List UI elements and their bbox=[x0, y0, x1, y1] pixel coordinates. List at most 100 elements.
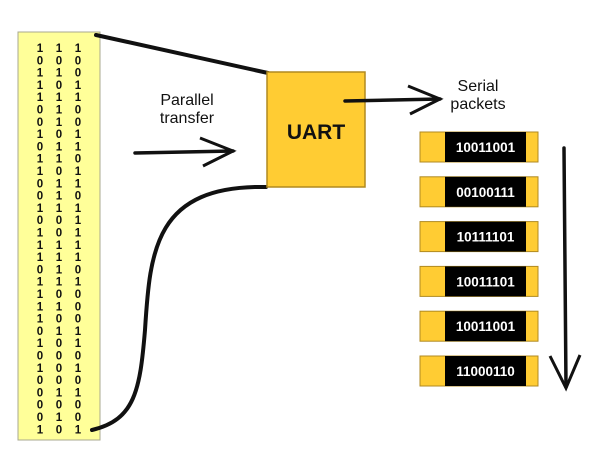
bit-cell: 1 bbox=[56, 301, 63, 313]
bit-cell: 0 bbox=[75, 412, 81, 424]
bit-cell: 1 bbox=[37, 43, 44, 55]
parallel-label-line1: Parallel bbox=[160, 92, 213, 109]
bit-cell: 1 bbox=[75, 215, 82, 227]
bit-cell: 1 bbox=[56, 178, 63, 190]
serial-packets: 10011001 00100111 10111101 10011101 10011001… bbox=[419, 131, 539, 387]
packet-bits: 10011001 bbox=[456, 140, 516, 155]
bit-cell: 0 bbox=[56, 400, 62, 412]
bit-cell: 1 bbox=[75, 92, 82, 104]
bit-cell: 1 bbox=[56, 277, 63, 289]
serial-packet: 11000110 bbox=[419, 355, 539, 387]
bit-cell: 1 bbox=[75, 240, 82, 252]
packet-payload bbox=[445, 221, 526, 252]
bit-cell: 0 bbox=[37, 117, 43, 129]
bit-cell: 0 bbox=[56, 55, 62, 67]
bit-cell: 1 bbox=[37, 289, 44, 301]
bit-cell: 1 bbox=[56, 252, 63, 264]
bit-cell: 1 bbox=[37, 363, 44, 375]
bit-cell: 0 bbox=[37, 400, 43, 412]
bit-cell: 1 bbox=[75, 80, 82, 92]
packet-bits: 10111101 bbox=[457, 230, 515, 245]
bit-cell: 0 bbox=[56, 129, 62, 141]
bit-cell: 0 bbox=[75, 375, 81, 387]
bit-cell: 1 bbox=[37, 252, 44, 264]
packet-bits: 00100111 bbox=[456, 185, 515, 200]
bit-cell: 0 bbox=[37, 351, 43, 363]
bit-cell: 1 bbox=[37, 129, 44, 141]
bit-cell: 1 bbox=[56, 264, 63, 276]
serial-label-line2: packets bbox=[450, 96, 505, 113]
bit-cell: 0 bbox=[75, 301, 81, 313]
bit-cell: 0 bbox=[56, 289, 62, 301]
bit-cell: 0 bbox=[75, 351, 81, 363]
bit-cell: 1 bbox=[56, 43, 63, 55]
bit-cell: 1 bbox=[37, 424, 44, 436]
bit-cell: 0 bbox=[37, 375, 43, 387]
bit-cell: 0 bbox=[75, 400, 81, 412]
bit-cell: 1 bbox=[37, 277, 44, 289]
serial-packet: 10011101 bbox=[419, 265, 539, 297]
parallel-data-background bbox=[17, 31, 101, 441]
bit-cell: 0 bbox=[75, 105, 81, 117]
packet-payload bbox=[445, 132, 526, 162]
packet-bits: 10011101 bbox=[456, 274, 515, 289]
bit-cell: 1 bbox=[75, 43, 82, 55]
bit-cell: 1 bbox=[37, 203, 44, 215]
serial-arrow-icon bbox=[343, 84, 444, 116]
bit-cell: 1 bbox=[56, 92, 63, 104]
packet-payload bbox=[445, 266, 526, 297]
bit-cell: 1 bbox=[56, 326, 63, 338]
bit-cell: 0 bbox=[56, 424, 62, 436]
bit-cell: 0 bbox=[75, 55, 81, 67]
bit-cell: 0 bbox=[75, 314, 81, 326]
bit-cell: 1 bbox=[37, 240, 44, 252]
bit-cell: 1 bbox=[75, 277, 82, 289]
bit-cell: 0 bbox=[37, 326, 43, 338]
bit-cell: 0 bbox=[56, 363, 62, 375]
bit-cell: 0 bbox=[56, 80, 62, 92]
bit-cell: 0 bbox=[56, 215, 62, 227]
bit-cell: 1 bbox=[37, 338, 44, 350]
bit-cell: 1 bbox=[56, 412, 63, 424]
bit-cell: 1 bbox=[56, 117, 63, 129]
uart-box: UART bbox=[266, 71, 366, 188]
parallel-arrow-icon bbox=[133, 136, 237, 168]
bit-cell: 0 bbox=[37, 178, 43, 190]
bit-cell: 0 bbox=[75, 191, 81, 203]
packet-payload bbox=[445, 176, 526, 207]
bit-cell: 1 bbox=[37, 314, 44, 326]
bit-cell: 0 bbox=[56, 351, 62, 363]
bit-cell: 0 bbox=[37, 264, 43, 276]
bit-cell: 1 bbox=[75, 141, 82, 153]
bit-cell: 0 bbox=[56, 375, 62, 387]
bit-cell: 0 bbox=[37, 141, 43, 153]
bit-cell: 1 bbox=[37, 228, 44, 240]
down-arrow-icon bbox=[548, 146, 582, 392]
bit-cell: 1 bbox=[56, 68, 63, 80]
bit-cell: 0 bbox=[37, 215, 43, 227]
parallel-label-line2: transfer bbox=[160, 110, 215, 127]
bit-cell: 0 bbox=[37, 105, 43, 117]
top-connector-line bbox=[94, 33, 270, 75]
bit-cell: 1 bbox=[75, 424, 82, 436]
bit-cell: 1 bbox=[56, 387, 63, 399]
bit-cell: 1 bbox=[75, 338, 82, 350]
bit-cell: 1 bbox=[37, 166, 44, 178]
bit-cell: 1 bbox=[56, 105, 63, 117]
packet-bits: 10011001 bbox=[456, 319, 516, 334]
bit-cell: 0 bbox=[37, 412, 43, 424]
bit-cell: 1 bbox=[75, 363, 82, 375]
bit-cell: 0 bbox=[37, 387, 43, 399]
bit-cell: 1 bbox=[37, 68, 44, 80]
serial-packet: 10011001 bbox=[419, 131, 539, 163]
bit-cell: 0 bbox=[75, 117, 81, 129]
bit-cell: 1 bbox=[37, 92, 44, 104]
bit-cell: 0 bbox=[37, 191, 43, 203]
bit-cell: 1 bbox=[56, 203, 63, 215]
bit-cell: 0 bbox=[75, 154, 81, 166]
bit-cell: 0 bbox=[56, 228, 62, 240]
serial-label-line1: Serial bbox=[458, 78, 499, 95]
bit-cell: 1 bbox=[75, 326, 82, 338]
packet-bits: 11000110 bbox=[456, 364, 515, 379]
